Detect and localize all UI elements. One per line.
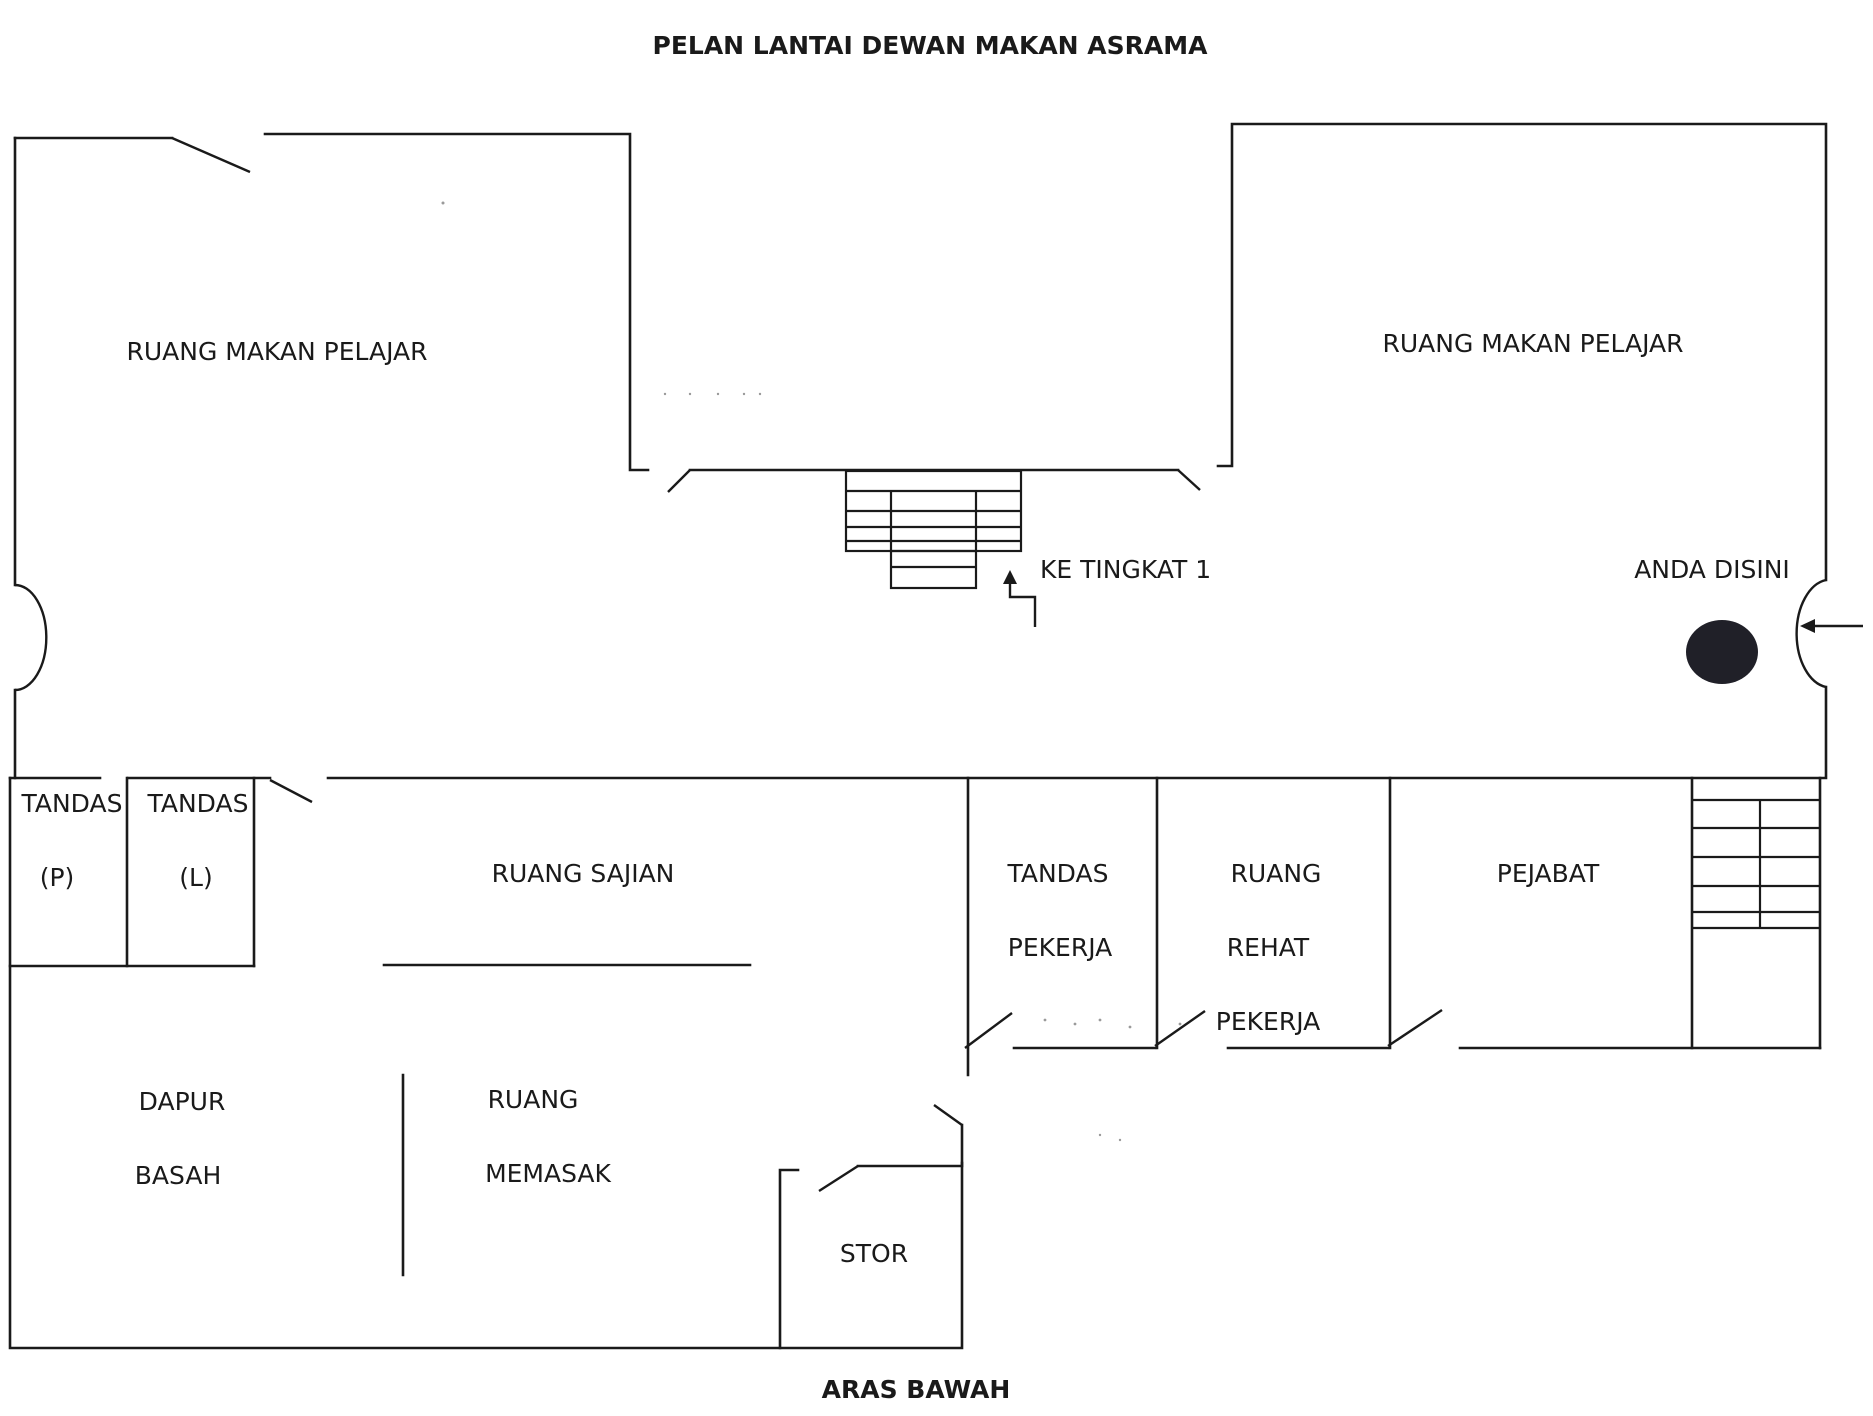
interior-walls [8, 776, 1822, 1350]
entry-arrow-icon [1800, 619, 1863, 633]
label-dining-left: RUANG MAKAN PELAJAR [126, 337, 427, 366]
label-you-are-here: ANDA DISINI [1634, 555, 1790, 584]
label-toilet-p-sub: (P) [40, 863, 75, 892]
label-office: PEJABAT [1497, 859, 1600, 888]
label-toilet-l-sub: (L) [179, 863, 212, 892]
label-stairs-up: KE TINGKAT 1 [1040, 555, 1211, 584]
label-staff-rest-2: REHAT [1227, 933, 1310, 962]
label-cooking-room-1: RUANG [488, 1085, 579, 1114]
central-stairs [844, 469, 1023, 590]
label-staff-toilet-2: PEKERJA [1008, 933, 1112, 962]
label-store: STOR [840, 1239, 908, 1268]
door-leaves [171, 136, 1443, 1193]
label-staff-rest-3: PEKERJA [1216, 1007, 1320, 1036]
label-dining-right: RUANG MAKAN PELAJAR [1382, 329, 1683, 358]
label-cooking-room-2: MEMASAK [485, 1159, 611, 1188]
label-staff-toilet-1: TANDAS [1007, 859, 1109, 888]
label-staff-rest-1: RUANG [1231, 859, 1322, 888]
label-serving-room: RUANG SAJIAN [492, 859, 675, 888]
label-toilet-p-title: TANDAS [21, 789, 123, 818]
label-wet-kitchen-1: DAPUR [139, 1087, 226, 1116]
right-stairs [1692, 798, 1820, 930]
plan-title: PELAN LANTAI DEWAN MAKAN ASRAMA [653, 31, 1209, 60]
door-arcs [14, 578, 1827, 692]
level-label: ARAS BAWAH [822, 1375, 1011, 1404]
scan-noise [441, 201, 1182, 1142]
label-wet-kitchen-2: BASAH [135, 1161, 222, 1190]
you-are-here-marker-icon [1686, 620, 1758, 684]
label-toilet-l-title: TANDAS [147, 789, 249, 818]
outer-walls [8, 122, 1828, 1350]
stair-arrow-icon [1003, 570, 1037, 627]
